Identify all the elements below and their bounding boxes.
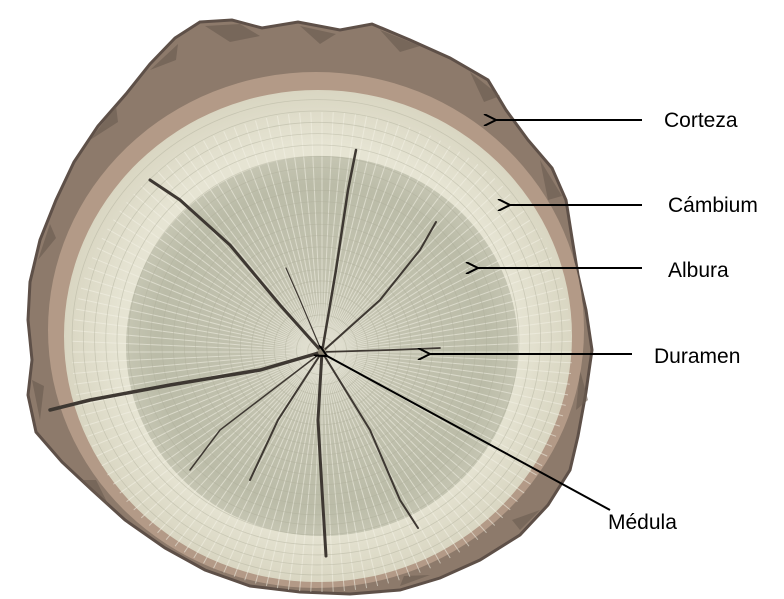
label-medula: Médula: [608, 512, 677, 533]
label-albura: Albura: [668, 260, 729, 281]
label-corteza: Corteza: [664, 110, 738, 131]
pith: [318, 348, 326, 356]
label-cambium: Cámbium: [668, 195, 758, 216]
label-duramen: Duramen: [654, 346, 740, 367]
